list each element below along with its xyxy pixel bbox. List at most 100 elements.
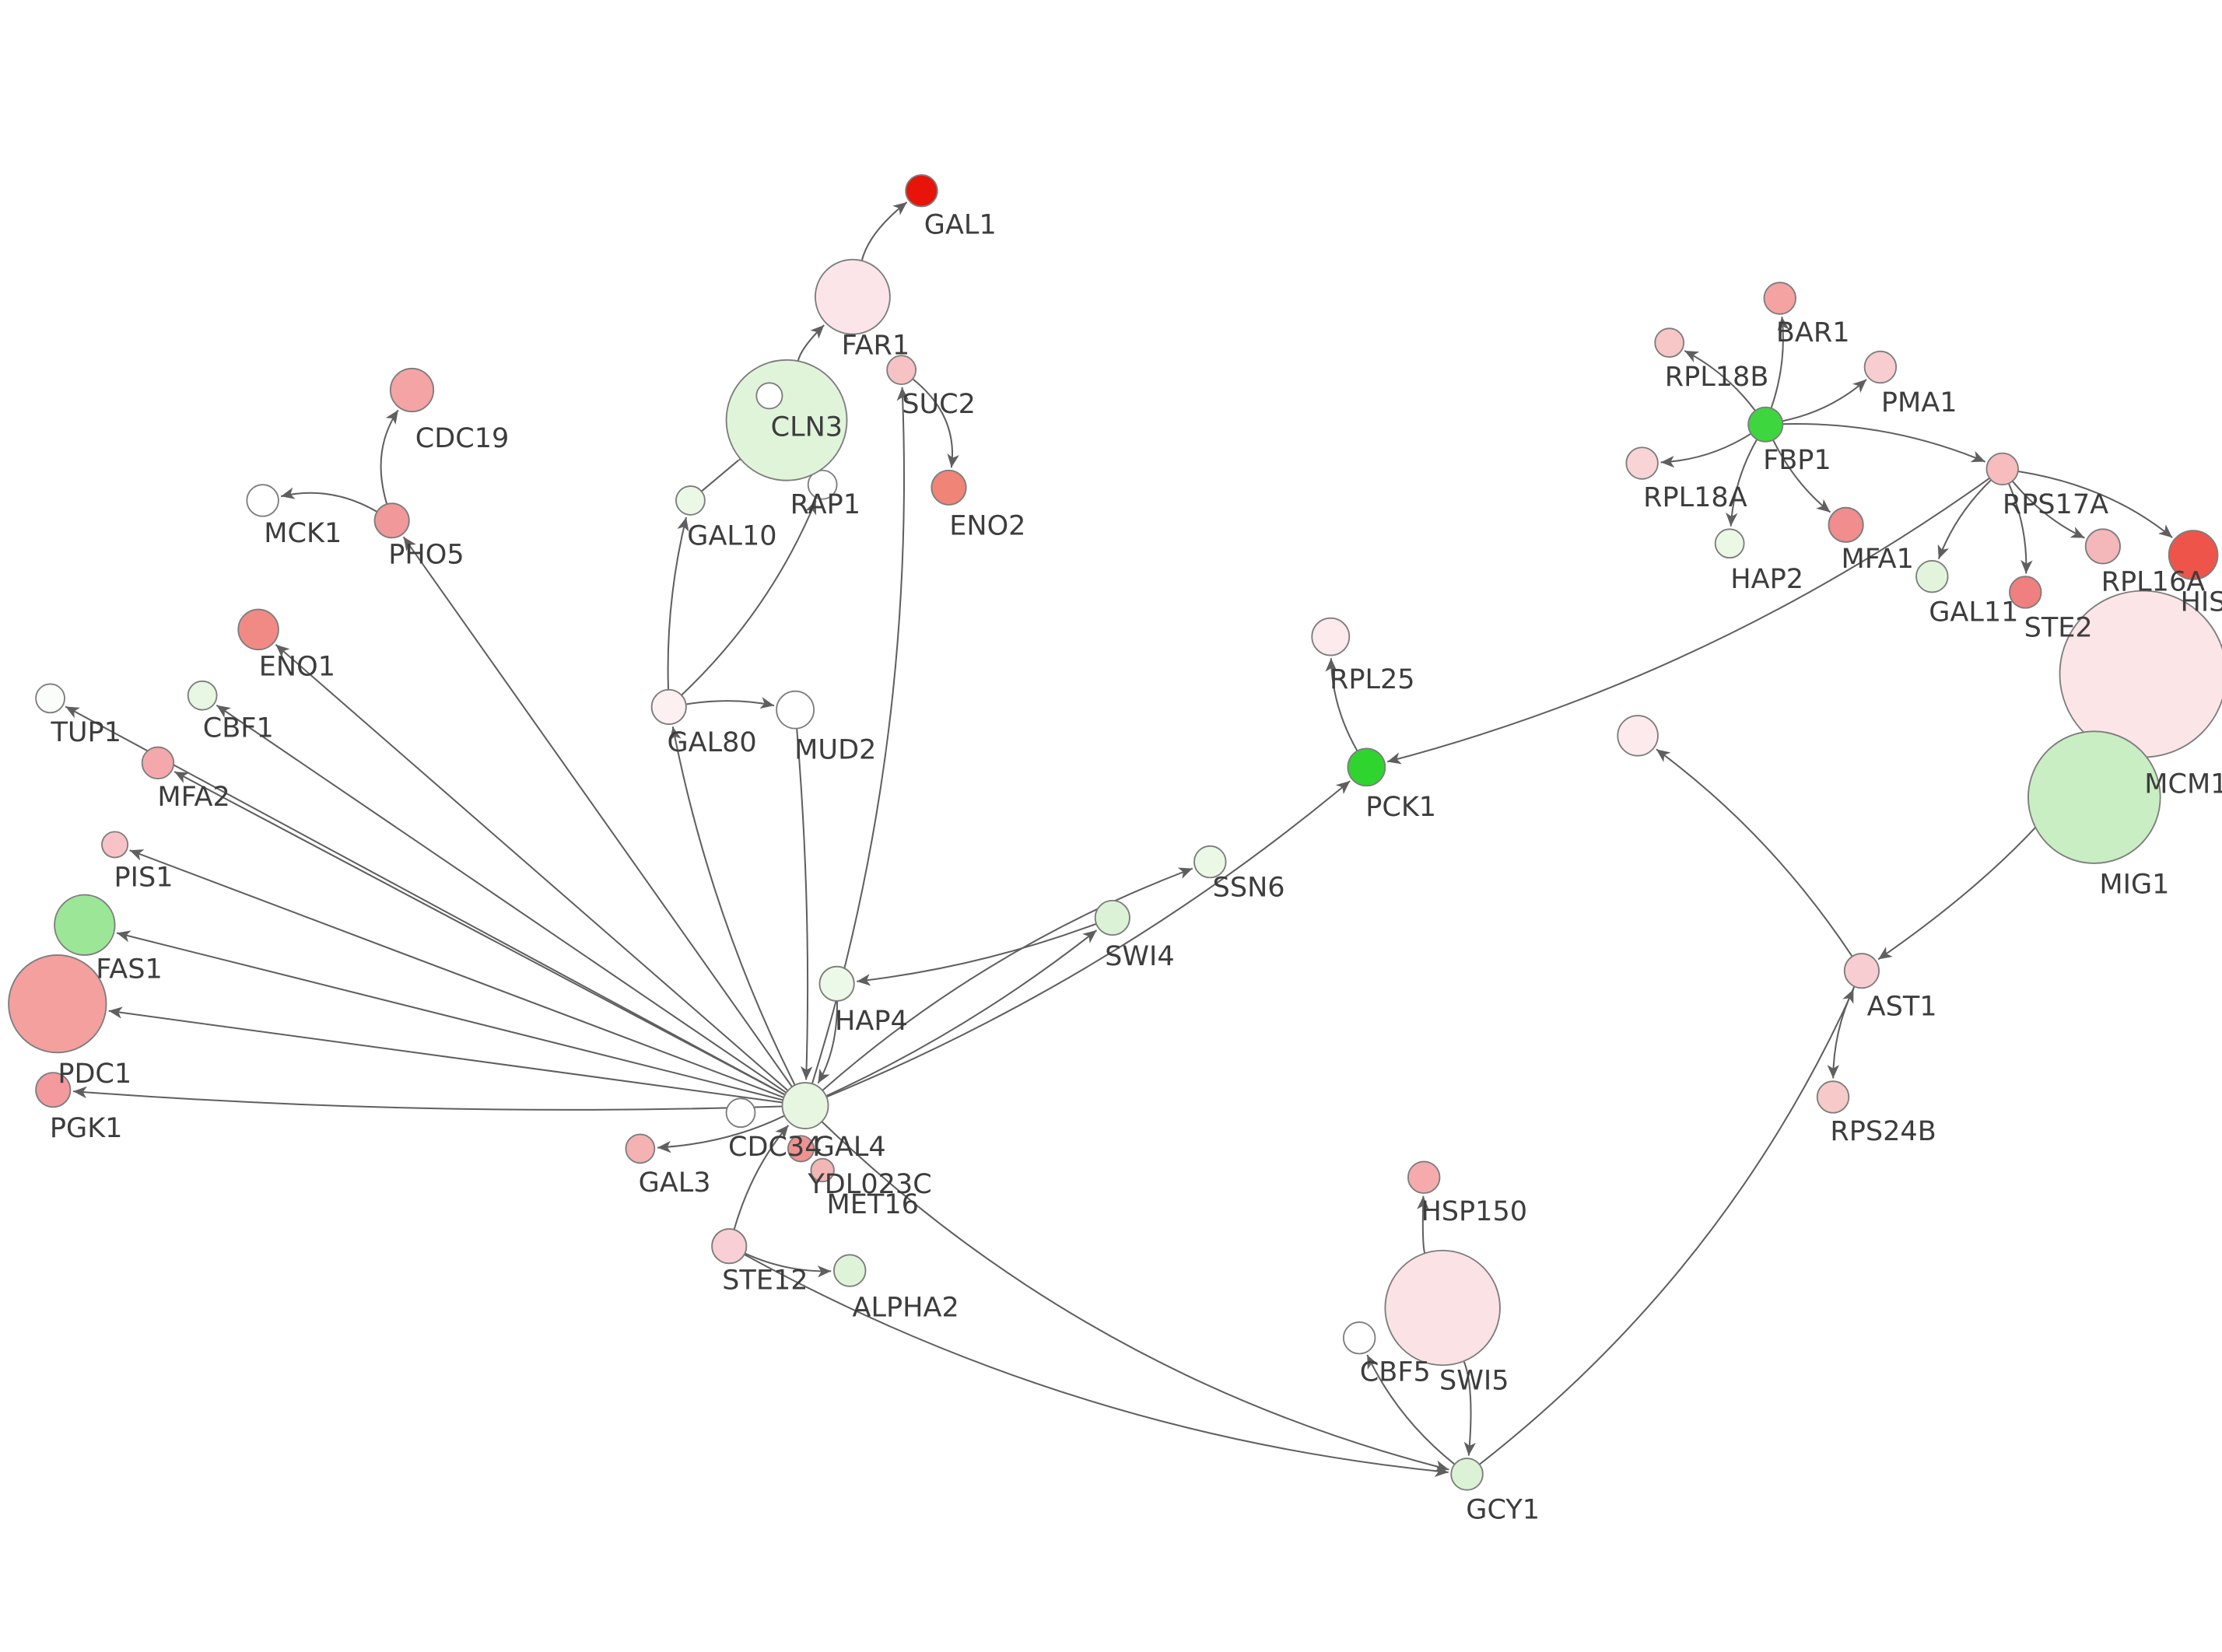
node-cbf1[interactable] — [187, 680, 218, 711]
edge-GAL80-MUD2[interactable] — [685, 697, 775, 709]
node-pgk1[interactable] — [35, 1072, 72, 1108]
edge-GAL4-SWI4[interactable] — [825, 929, 1098, 1097]
node-far1[interactable] — [815, 258, 891, 335]
node-rpl16a[interactable] — [2084, 528, 2121, 565]
edge-FAR1-GAL1[interactable] — [860, 201, 908, 261]
edge-PHO5-MCK1[interactable] — [280, 487, 378, 513]
node-fas1[interactable] — [54, 894, 116, 956]
node-fbp1[interactable] — [1747, 406, 1784, 443]
node-swi4[interactable] — [1094, 899, 1130, 936]
edge-GAL4-GAL3[interactable] — [657, 1115, 785, 1153]
node-mfa2[interactable] — [141, 746, 175, 780]
edge-GAL4-CBF1[interactable] — [216, 704, 787, 1094]
node-rpl25[interactable] — [1311, 617, 1351, 656]
node-gal1[interactable] — [905, 174, 938, 208]
edge-GAL4-SSN6[interactable] — [822, 867, 1193, 1091]
node-cdc34[interactable] — [725, 1097, 756, 1129]
edge-GAL4-PGK1[interactable] — [73, 1086, 783, 1111]
node-gal4[interactable] — [781, 1082, 829, 1129]
node-rpl18a[interactable] — [1625, 446, 1659, 480]
edge-MUD2-GAL4[interactable] — [796, 728, 813, 1080]
node-alpha2[interactable] — [833, 1254, 867, 1287]
edge-STE12-GAL4[interactable] — [733, 1125, 790, 1230]
node-gal11[interactable] — [1915, 559, 1949, 593]
edge-SWI5-HSP150[interactable] — [1417, 1195, 1429, 1254]
node-mfa1[interactable] — [1828, 506, 1864, 543]
node-gcy1[interactable] — [1450, 1458, 1484, 1491]
edge-GCY1-CBF5[interactable] — [1366, 1354, 1456, 1465]
node-ste2[interactable] — [2009, 576, 2042, 609]
node-ssn6[interactable] — [1193, 845, 1227, 879]
node-swi5[interactable] — [1384, 1249, 1501, 1367]
node-rps17a[interactable] — [1985, 452, 2019, 486]
node-ste12[interactable] — [711, 1228, 748, 1265]
node-gal10[interactable] — [675, 485, 706, 516]
node-unnamed2[interactable] — [1617, 715, 1659, 757]
node-ast1[interactable] — [1843, 953, 1880, 989]
node-hsp150[interactable] — [1407, 1160, 1441, 1194]
node-pdc1[interactable] — [8, 954, 107, 1054]
edge-GAL4-GCY1[interactable] — [821, 1121, 1449, 1472]
edge-PHO5-CDC19[interactable] — [380, 409, 399, 505]
edge-CLN3-FAR1[interactable] — [797, 324, 825, 362]
node-ydl023c[interactable] — [787, 1135, 815, 1163]
node-rps24b[interactable] — [1816, 1080, 1850, 1114]
node-cbf5[interactable] — [1342, 1321, 1376, 1355]
node-eno1[interactable] — [237, 608, 279, 651]
node-pis1[interactable] — [101, 831, 129, 859]
node-gal80[interactable] — [650, 688, 687, 726]
edge-RPS17A-GAL11[interactable] — [1937, 479, 1992, 560]
node-bar1[interactable] — [1763, 282, 1796, 315]
edge-GAL4-PDC1[interactable] — [108, 1006, 783, 1104]
edge-GAL80-GAL10[interactable] — [667, 516, 689, 690]
edge-SUC2-ENO2[interactable] — [912, 378, 959, 468]
edge-GAL4-PIS1[interactable] — [129, 849, 784, 1098]
node-hap4[interactable] — [818, 965, 855, 1002]
edge-SWI4-HAP4[interactable] — [857, 922, 1097, 986]
node-eno2[interactable] — [931, 469, 967, 506]
edge-PCK1-RPL25[interactable] — [1325, 658, 1358, 752]
edge-RPS17A-STE2[interactable] — [2007, 483, 2033, 574]
node-pck1[interactable] — [1347, 747, 1386, 787]
node-gal3[interactable] — [625, 1133, 656, 1164]
edge-GAL80-RAP1[interactable] — [681, 500, 817, 696]
node-cdc19[interactable] — [389, 367, 435, 413]
edge-FBP1-HAP2[interactable] — [1726, 439, 1758, 527]
edge-FBP1-RPL18B[interactable] — [1684, 350, 1756, 411]
node-unnamed1[interactable] — [755, 382, 783, 410]
edge-FBP1-RPS17A[interactable] — [1782, 422, 1985, 463]
edge-FBP1-MFA1[interactable] — [1772, 439, 1831, 513]
node-his4[interactable] — [2168, 530, 2219, 580]
edge-GAL4-MFA2[interactable] — [173, 771, 786, 1096]
node-rpl18b[interactable] — [1654, 327, 1685, 359]
edge-FBP1-BAR1[interactable] — [1770, 317, 1789, 409]
node-hap2[interactable] — [1714, 528, 1745, 559]
edge-STE12-GCY1[interactable] — [744, 1254, 1449, 1477]
edge-GAL4-FAS1[interactable] — [116, 930, 783, 1101]
edge-GAL4-PHO5[interactable] — [402, 536, 793, 1087]
node-mig1[interactable] — [2027, 730, 2161, 864]
edge-FBP1-PMA1[interactable] — [1782, 379, 1867, 422]
edge-AST1-RPS24B[interactable] — [1827, 985, 1856, 1079]
node-suc2[interactable] — [886, 355, 917, 386]
node-cln3[interactable] — [725, 359, 848, 481]
edge-RPS17A-HIS4[interactable] — [2017, 471, 2173, 539]
edge-GAL4-PCK1[interactable] — [825, 780, 1351, 1098]
node-tup1[interactable] — [35, 683, 65, 714]
edge-SWI5-GCY1[interactable] — [1463, 1360, 1476, 1456]
node-rap1[interactable] — [807, 469, 838, 500]
node-met16[interactable] — [810, 1157, 835, 1183]
edge-HAP4-GAL4[interactable] — [817, 1000, 838, 1084]
edge-RPS17A-RPL16A[interactable] — [2011, 480, 2085, 539]
edge-GAL4-ENO1[interactable] — [275, 644, 789, 1091]
edge-STE12-ALPHA2[interactable] — [744, 1252, 832, 1278]
edge-AST1-UNNAMED2[interactable] — [1656, 748, 1853, 957]
node-mud2[interactable] — [776, 690, 815, 730]
edge-RPS17A-PCK1[interactable] — [1386, 477, 1990, 765]
node-pho5[interactable] — [373, 502, 410, 539]
edge-FBP1-RPL18A[interactable] — [1660, 432, 1752, 468]
edge-GAL4-GAL80[interactable] — [669, 726, 796, 1086]
node-mck1[interactable] — [246, 484, 279, 517]
edge-GAL10-CLN3[interactable] — [700, 448, 753, 492]
